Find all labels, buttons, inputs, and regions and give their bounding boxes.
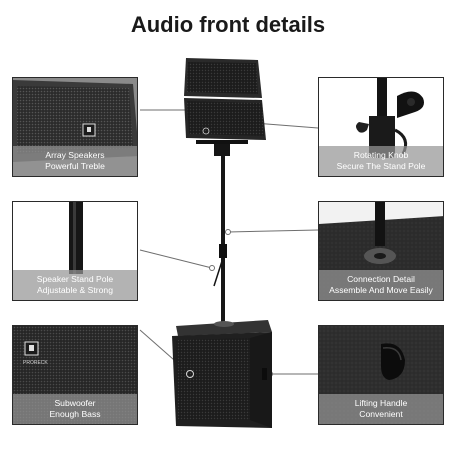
panel-subwoofer: PRORECK Subwoofer Enough Bass: [12, 325, 138, 425]
caption-stand-pole: Speaker Stand Pole Adjustable & Strong: [13, 270, 137, 300]
array-speaker-bottom: [184, 98, 266, 140]
caption-line-1: Subwoofer: [54, 398, 96, 408]
connector-dot: [225, 229, 231, 235]
caption-rotating-knob: Rotating Knob Secure The Stand Pole: [319, 146, 443, 176]
caption-line-2: Convenient: [359, 409, 403, 419]
caption-line-1: Speaker Stand Pole: [36, 274, 114, 284]
panel-stand-pole: Speaker Stand Pole Adjustable & Strong: [12, 201, 138, 301]
caption-line-1: Connection Detail: [347, 274, 415, 284]
array-speaker-top: [184, 58, 262, 98]
caption-connection-detail: Connection Detail Assemble And Move Easi…: [319, 270, 443, 300]
panel-array-speakers: Array Speakers Powerful Treble: [12, 77, 138, 177]
panel-connection-detail: Connection Detail Assemble And Move Easi…: [318, 201, 444, 301]
page-title: Audio front details: [130, 12, 326, 37]
caption-line-2: Assemble And Move Easily: [329, 285, 433, 295]
panel-lifting-handle: Lifting Handle Convenient: [318, 325, 444, 425]
caption-line-1: Rotating Knob: [353, 150, 409, 160]
caption-line-2: Enough Bass: [49, 409, 101, 419]
subwoofer-cabinet: [172, 320, 272, 428]
caption-array-speakers: Array Speakers Powerful Treble: [13, 146, 137, 176]
caption-line-1: Array Speakers: [45, 150, 105, 160]
connector-stand-pole: [139, 249, 213, 269]
caption-line-2: Adjustable & Strong: [37, 285, 113, 295]
caption-line-2: Powerful Treble: [45, 161, 105, 171]
caption-lifting-handle: Lifting Handle Convenient: [319, 394, 443, 424]
connector-dot: [209, 265, 215, 271]
caption-subwoofer: Subwoofer Enough Bass: [13, 394, 137, 424]
panel-rotating-knob: Rotating Knob Secure The Stand Pole: [318, 77, 444, 177]
caption-line-1: Lifting Handle: [354, 398, 408, 408]
connector-connection-detail: [227, 229, 319, 233]
caption-line-2: Secure The Stand Pole: [336, 161, 426, 171]
stand-pole: [221, 156, 225, 324]
brand-logo-text: PRORECK: [23, 360, 48, 366]
